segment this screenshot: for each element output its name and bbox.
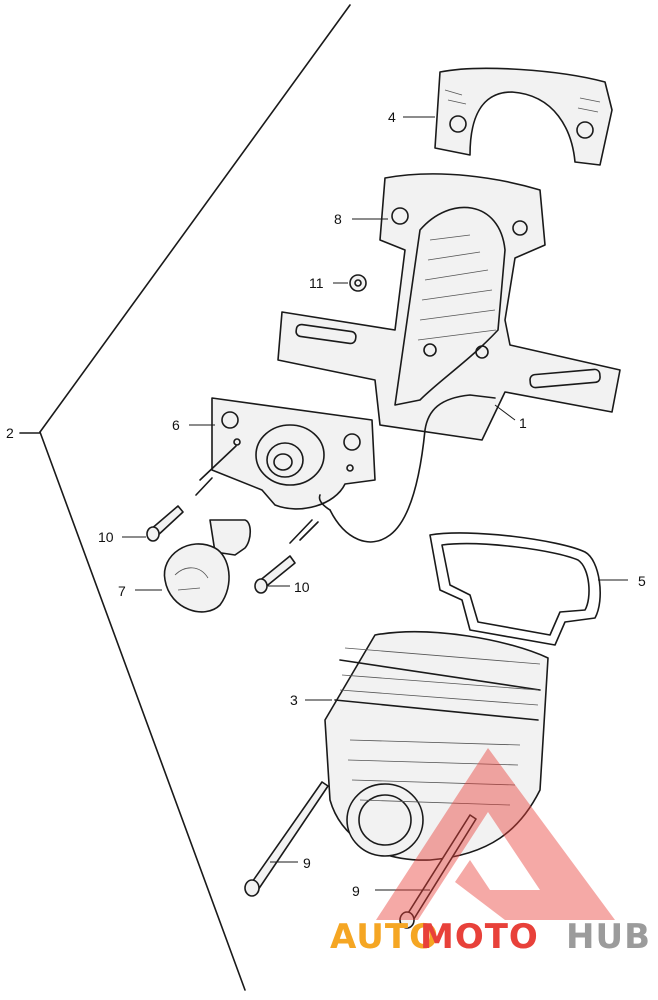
- callout-2: 2: [6, 425, 14, 441]
- callout-9b: 9: [352, 883, 360, 899]
- callout-8: 8: [334, 211, 342, 227]
- part-10-screws: [146, 445, 319, 594]
- callout-10b: 10: [294, 579, 310, 595]
- part-11-grommet: [349, 274, 367, 292]
- part-4-top-cover: [434, 67, 613, 166]
- callout-5: 5: [638, 573, 646, 589]
- callout-7: 7: [118, 583, 126, 599]
- part-9-long-screws: [244, 781, 477, 929]
- warning-triangle-icon: [376, 748, 615, 920]
- part-7-bulb: [163, 519, 252, 613]
- callout-6: 6: [172, 417, 180, 433]
- part-5-gasket: [429, 532, 601, 646]
- watermark-moto: MOTO: [420, 917, 539, 957]
- part-8-plate-bracket: [277, 173, 621, 441]
- callout-11: 11: [309, 275, 324, 291]
- part-3-lens-housing: [324, 630, 549, 861]
- callout-4: 4: [388, 109, 396, 125]
- watermark-auto: AUTO: [330, 917, 439, 957]
- callout-1: 1: [519, 415, 527, 431]
- callout-3: 3: [290, 692, 298, 708]
- part-6-socket-plate: [211, 394, 496, 543]
- callout-10a: 10: [98, 529, 114, 545]
- callout-9a: 9: [303, 855, 311, 871]
- watermark-hub: HUB: [566, 917, 651, 957]
- group-bracket-lines: [19, 4, 351, 991]
- leader-lines: [122, 116, 628, 891]
- watermark-logo: AUTO MOTO HUB: [330, 748, 651, 957]
